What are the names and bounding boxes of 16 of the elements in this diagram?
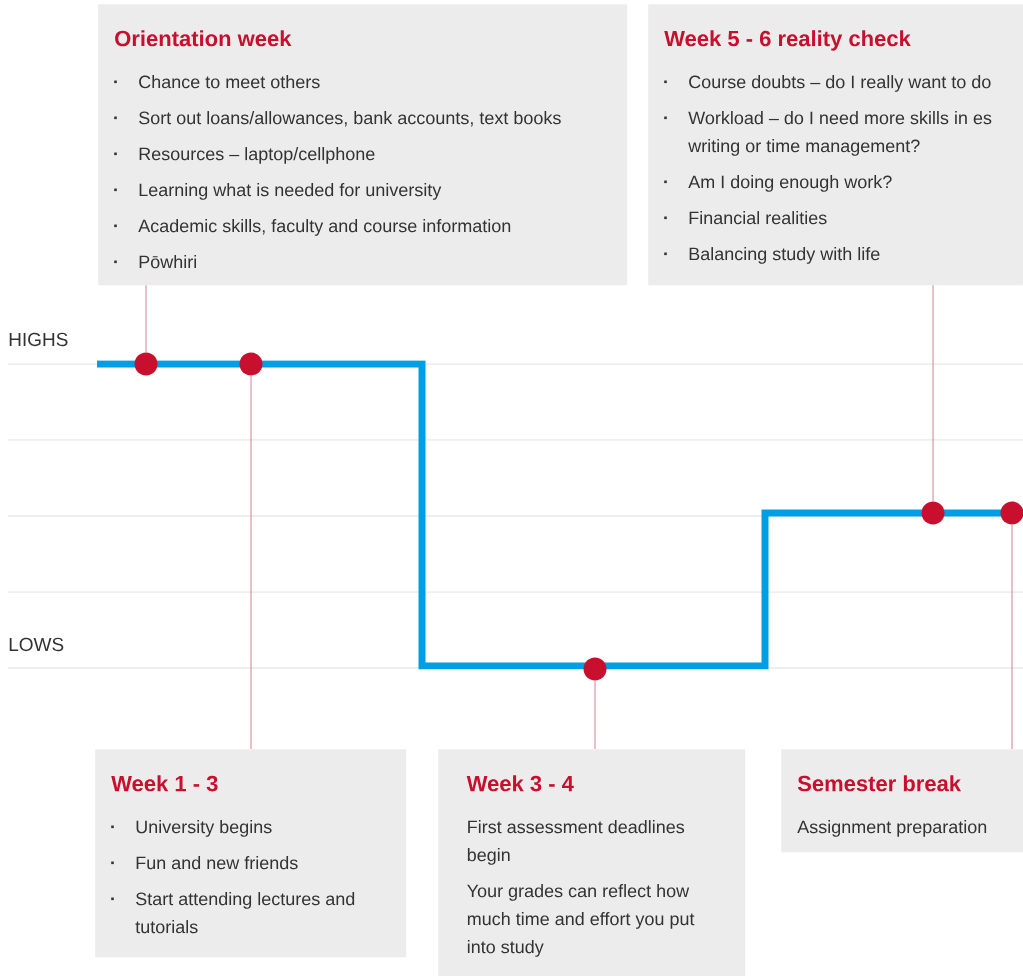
- info-box: Orientation week Chance to meet others Sort out loans/allowances, bank accounts, text books Resources – laptop/cellphone Learning what is needed for university Academic skills, faculty and course information Pōwhiri: [98, 4, 628, 286]
- leader-line: [1011, 524, 1013, 750]
- axis-label: LOWS: [9, 637, 64, 652]
- leader-line: [594, 680, 596, 750]
- info-box: Week 3 - 4 First assessment deadlines begin Your grades can reflect how much time and effort you put into study: [438, 749, 746, 976]
- info-box: Week 1 - 3 University begins Fun and new friends Start attending lectures and tutorials: [95, 749, 407, 958]
- marker-dot: [583, 657, 607, 681]
- leader-line: [250, 375, 252, 750]
- info-box: Semester break Assignment preparation: [781, 749, 1023, 853]
- leader-line: [932, 284, 934, 502]
- leader-line: [145, 284, 147, 353]
- marker-dot: [921, 501, 945, 525]
- marker-dot: [239, 352, 263, 376]
- marker-dot: [134, 352, 158, 376]
- info-box: Week 5 - 6 reality check Course doubts – do I really want to do Workload – do I need more skills in es writing or time management? Am I doing enough work? Financial realities Balancing study with life: [648, 4, 1023, 286]
- axis-label: HIGHS: [9, 332, 68, 347]
